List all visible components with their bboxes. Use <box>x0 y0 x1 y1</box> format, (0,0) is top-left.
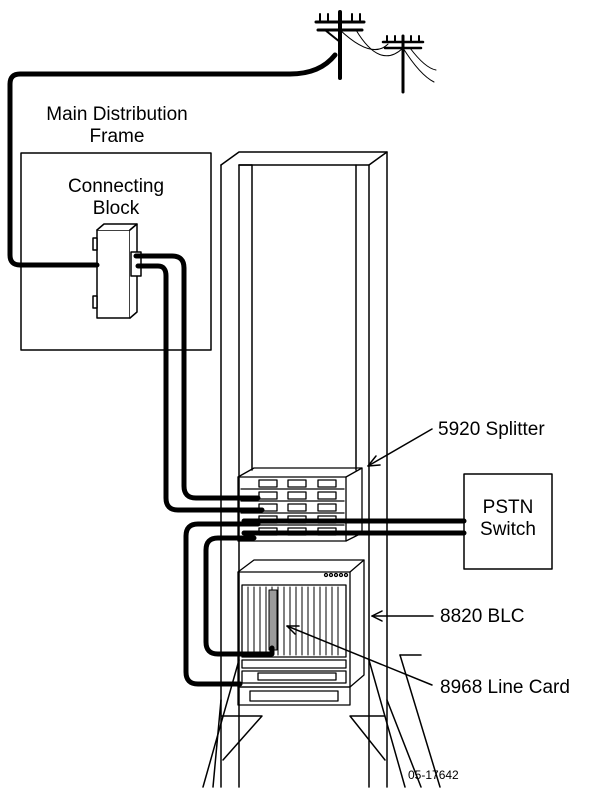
line-card <box>268 589 278 651</box>
utility-pole-icon <box>381 34 425 94</box>
splitter-label: 5920 Splitter <box>438 419 545 440</box>
cables <box>7 52 467 687</box>
blc-label: 8820 BLC <box>440 606 525 627</box>
line-card-label: 8968 Line Card <box>440 677 570 698</box>
pstn-switch-label-line2: Switch <box>480 519 536 540</box>
leader-lines <box>286 428 434 686</box>
splitter-chassis <box>237 467 363 542</box>
connecting-block-label-line2: Block <box>92 198 140 219</box>
blc-chassis <box>237 559 365 706</box>
mdf-box <box>20 152 212 351</box>
pstn-switch-label-line1: PSTN <box>482 497 534 518</box>
mdf-label-line1: Main Distribution <box>46 104 188 125</box>
mdf-label-line2: Frame <box>89 126 145 147</box>
figure-id: 05-17642 <box>408 768 459 782</box>
pstn-switch-label: PSTN Switch <box>464 497 552 541</box>
connecting-block-label-line1: Connecting <box>67 176 165 197</box>
connecting-block <box>92 223 142 319</box>
overhead-wires <box>339 29 437 83</box>
mdf-label: Main Distribution Frame <box>14 104 220 148</box>
connecting-block-label: Connecting Block <box>36 176 196 220</box>
